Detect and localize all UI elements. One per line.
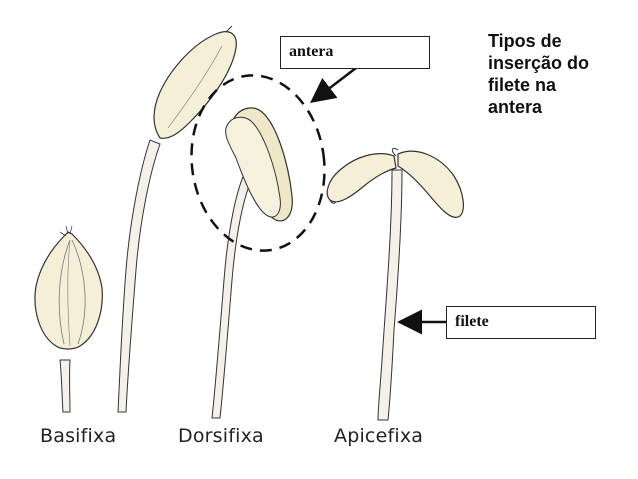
diagram-title: Tipos de inserção do filete na antera bbox=[488, 30, 633, 118]
tall-filament bbox=[118, 140, 160, 412]
dorsifixa-filament bbox=[212, 170, 254, 418]
apicefixa-anther-right bbox=[398, 151, 463, 217]
caption-dorsifixa: Dorsifixa bbox=[178, 425, 264, 447]
basifixa-stamen bbox=[35, 226, 102, 412]
dorsifixa-stamen bbox=[212, 108, 292, 418]
antera-label-box: antera bbox=[280, 36, 430, 69]
title-line-1: Tipos de bbox=[488, 30, 633, 52]
filete-label-box: filete bbox=[446, 306, 596, 339]
basifixa-anther bbox=[35, 232, 102, 349]
filete-label: filete bbox=[455, 313, 489, 330]
apicefixa-stamen bbox=[327, 148, 463, 420]
apicefixa-anther-left bbox=[327, 154, 396, 202]
apicefixa-filament bbox=[378, 170, 402, 420]
caption-apicefixa: Apicefixa bbox=[334, 425, 423, 447]
antera-label: antera bbox=[289, 43, 333, 60]
title-line-3: filete na bbox=[488, 74, 633, 96]
title-line-4: antera bbox=[488, 96, 633, 118]
title-line-2: inserção do bbox=[488, 52, 633, 74]
antera-arrow bbox=[314, 68, 356, 100]
basifixa-filament bbox=[60, 360, 70, 412]
caption-basifixa: Basifixa bbox=[40, 425, 116, 447]
